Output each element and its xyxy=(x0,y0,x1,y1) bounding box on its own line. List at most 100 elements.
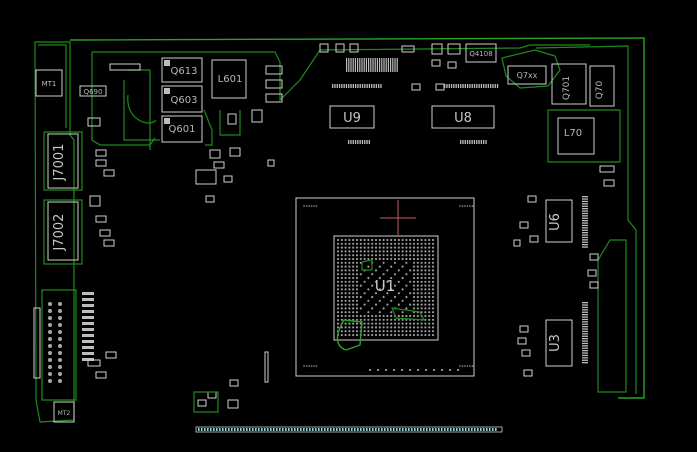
u6-pin xyxy=(582,203,588,205)
header-pin xyxy=(58,358,62,362)
bga-ball xyxy=(386,254,389,257)
u8-pin xyxy=(496,84,499,88)
u6-label: U6 xyxy=(548,213,563,231)
bga-ball xyxy=(382,273,385,276)
via-cyan xyxy=(449,369,451,371)
via xyxy=(308,365,310,367)
u3-pin xyxy=(582,347,588,349)
bga-ball xyxy=(420,311,423,314)
via xyxy=(310,365,313,367)
bga-ball xyxy=(386,269,389,272)
bga-ball xyxy=(420,333,423,337)
bga-ball xyxy=(424,250,427,253)
edge-pin xyxy=(456,428,458,431)
passive-part xyxy=(227,399,239,409)
bga-ball xyxy=(386,303,389,306)
u6-pin xyxy=(582,208,588,210)
bga-ball xyxy=(340,269,343,272)
resistor-pad xyxy=(82,328,94,331)
bga-ball xyxy=(367,254,370,257)
bga-ball xyxy=(378,314,381,318)
via-cyan xyxy=(457,369,459,371)
edge-pin xyxy=(198,428,200,431)
bga-ball xyxy=(363,254,366,257)
bga-ball xyxy=(393,322,397,325)
bga-ball xyxy=(393,326,397,329)
passive-part xyxy=(99,229,111,237)
bga-ball xyxy=(374,330,378,333)
bga-ball xyxy=(336,292,340,295)
bga-ball xyxy=(409,254,412,257)
u8-pin xyxy=(453,84,455,88)
q70-label: Q70 xyxy=(595,80,605,99)
bga-ball xyxy=(367,257,370,261)
u6-pin xyxy=(582,246,588,248)
bga-ball xyxy=(412,276,416,280)
u8-pin xyxy=(494,84,496,88)
edge-pin xyxy=(243,428,245,431)
bga-ball xyxy=(348,307,351,310)
bga-ball xyxy=(393,318,397,321)
bga-ball xyxy=(420,238,423,242)
bga-ball xyxy=(412,307,416,310)
edge-pin xyxy=(270,428,272,431)
bga-ball xyxy=(336,273,340,276)
passive-part xyxy=(229,379,239,387)
bga-ball xyxy=(374,242,378,245)
bga-ball xyxy=(363,242,366,245)
q603-label: Q603 xyxy=(171,95,198,106)
bga-ball xyxy=(401,314,404,318)
bga-ball xyxy=(405,307,408,310)
bga-ball xyxy=(378,311,381,314)
bga-ball xyxy=(405,284,408,287)
via xyxy=(313,365,315,367)
bga-ball xyxy=(424,265,427,268)
bga-ball xyxy=(393,254,397,257)
u8-pin xyxy=(473,84,476,88)
bga-ball xyxy=(386,333,389,337)
bga-ball xyxy=(340,254,343,257)
header-pin xyxy=(48,337,52,341)
u8-pin xyxy=(492,84,494,88)
u3-pin xyxy=(582,314,588,316)
edge-pin xyxy=(402,428,404,431)
bga-ball xyxy=(336,311,340,314)
bga-ball xyxy=(420,299,423,302)
component-q4108: Q4108 xyxy=(465,43,497,63)
via-cyan xyxy=(409,369,411,371)
header-pin xyxy=(58,344,62,348)
bga-ball xyxy=(390,333,393,337)
bga-ball xyxy=(344,284,347,287)
bga-ball xyxy=(420,246,423,249)
edge-pin xyxy=(405,428,407,431)
bga-ball xyxy=(340,295,343,299)
bga-ball xyxy=(401,318,404,321)
bga-ball xyxy=(382,330,385,333)
top-connector-pin xyxy=(357,58,359,72)
bga-ball xyxy=(344,299,347,302)
bga-ball xyxy=(412,292,416,295)
bga-ball xyxy=(340,292,343,295)
u3-pin xyxy=(582,350,588,352)
edge-pin xyxy=(471,428,473,431)
bga-ball xyxy=(359,254,362,257)
edge-pin xyxy=(249,428,251,431)
bga-ball xyxy=(397,333,400,337)
bga-ball xyxy=(420,292,423,295)
u8-pin-bottom xyxy=(466,140,469,144)
u6-pin xyxy=(582,244,588,246)
bga-ball xyxy=(424,322,427,325)
u6-pin xyxy=(582,200,588,203)
bga-ball xyxy=(424,288,427,291)
passive-part xyxy=(265,65,283,75)
bga-ball xyxy=(378,257,381,261)
edge-pin xyxy=(441,428,443,431)
passive-part xyxy=(267,159,275,167)
bga-ball xyxy=(382,254,385,257)
bga-ball xyxy=(352,311,355,314)
bga-ball xyxy=(352,276,355,280)
bga-ball xyxy=(378,250,381,253)
bga-ball xyxy=(405,242,408,245)
bga-ball xyxy=(416,292,419,295)
bga-ball xyxy=(420,326,423,329)
